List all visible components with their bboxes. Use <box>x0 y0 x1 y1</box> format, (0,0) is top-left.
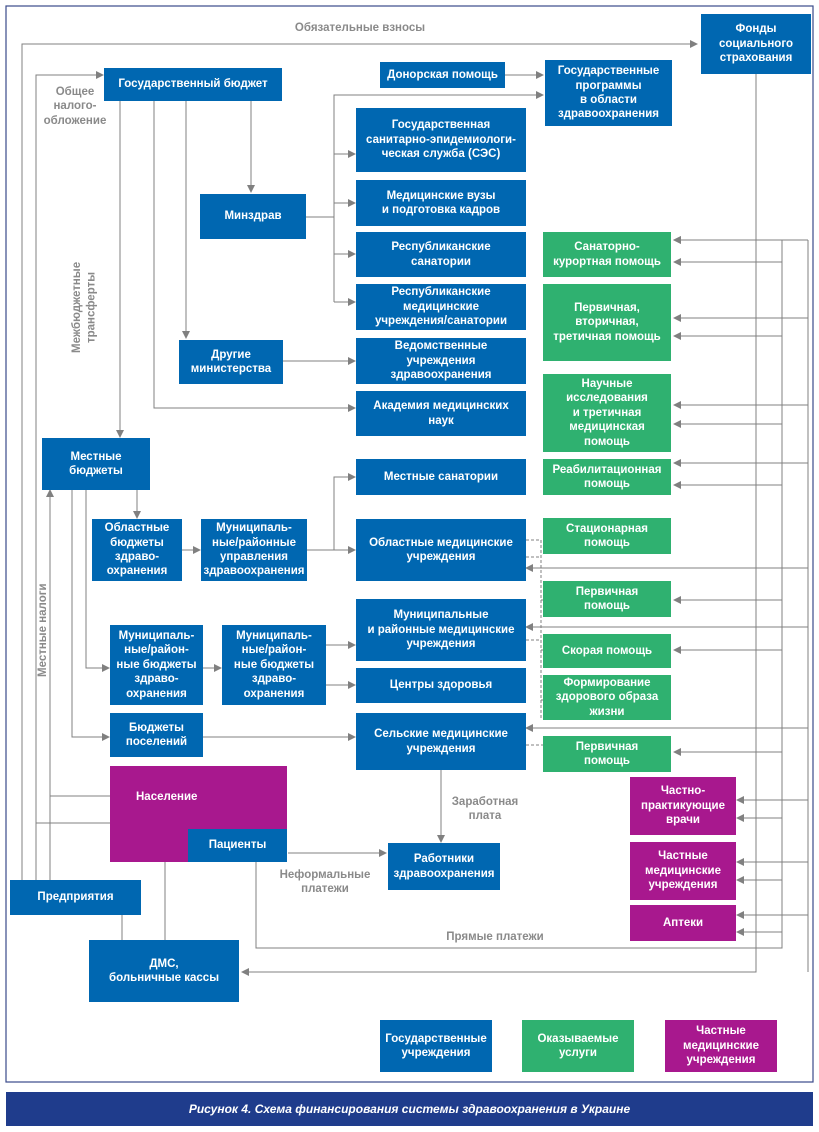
local-sanatoria-box: Местные санатории <box>356 459 526 495</box>
primary-care-box-2: Первичная помощь <box>543 736 671 772</box>
regional-institutions-box: Областные медицинские учреждения <box>356 519 526 581</box>
private-institutions-box: Частные медицинские учреждения <box>630 842 736 900</box>
academy-medical-sciences-box: Академия медицинских наук <box>356 391 526 436</box>
legend-services: Оказываемые услуги <box>522 1020 634 1072</box>
dms-box: ДМС, больничные кассы <box>89 940 239 1002</box>
rehabilitation-box: Реабилитационная помощь <box>543 459 671 495</box>
settlement-budgets-box: Бюджеты поселений <box>110 713 203 757</box>
salary-label: Заработная плата <box>451 796 519 823</box>
state-budget-box: Государственный бюджет <box>104 68 282 101</box>
social-insurance-funds-box: Фонды социального страхования <box>701 14 811 74</box>
municipal-budgets-box-1: Муниципаль- ные/район- ные бюджеты здрав… <box>110 625 203 705</box>
legend-state-institutions: Государственные учреждения <box>380 1020 492 1072</box>
ministry-of-health-box: Минздрав <box>200 194 306 239</box>
sanatorium-care-box: Санаторно- курортная помощь <box>543 232 671 277</box>
direct-payments-label: Прямые платежи <box>446 931 544 943</box>
primary-secondary-tertiary-box: Первичная, вторичная, третичная помощь <box>543 284 671 361</box>
local-budgets-box: Местные бюджеты <box>42 438 150 490</box>
enterprises-box: Предприятия <box>10 880 141 915</box>
private-doctors-box: Частно- практикующие врачи <box>630 777 736 835</box>
donor-aid-box: Донорская помощь <box>380 62 505 88</box>
local-taxes-label: Местные налоги <box>37 583 49 677</box>
mandatory-contributions-label: Обязательные взносы <box>294 22 426 34</box>
regional-budgets-box: Областные бюджеты здраво- охранения <box>92 519 182 581</box>
emergency-care-box: Скорая помощь <box>543 634 671 668</box>
health-workers-box: Работники здравоохранения <box>388 843 500 890</box>
municipal-institutions-box: Муниципальные и районные медицинские учр… <box>356 599 526 661</box>
other-ministries-box: Другие министерства <box>179 340 283 384</box>
health-centers-box: Центры здоровья <box>356 668 526 703</box>
legend-private-institutions: Частные медицинские учреждения <box>665 1020 777 1072</box>
figure-caption: Рисунок 4. Схема финансирования системы … <box>6 1092 813 1126</box>
pharmacies-box: Аптеки <box>630 905 736 941</box>
medical-universities-box: Медицинские вузы и подготовка кадров <box>356 180 526 226</box>
departmental-institutions-box: Ведомственные учреждения здравоохранения <box>356 338 526 384</box>
informal-payments-label: Неформальные платежи <box>279 869 371 896</box>
primary-care-box-1: Первичная помощь <box>543 581 671 617</box>
municipal-budgets-box-2: Муниципаль- ные/район- ные бюджеты здрав… <box>222 625 326 705</box>
inpatient-care-box: Стационарная помощь <box>543 518 671 554</box>
municipal-departments-box: Муниципаль- ные/районные управления здра… <box>201 519 307 581</box>
interbudget-transfers-label: Межбюджетные трансферты <box>71 261 98 354</box>
republican-institutions-box: Республиканские медицинские учреждения/с… <box>356 284 526 330</box>
healthy-lifestyle-box: Формирование здорового образа жизни <box>543 675 671 720</box>
ses-box: Государственная санитарно-эпидемиологи- … <box>356 108 526 172</box>
patients-box: Пациенты <box>188 829 287 862</box>
rural-institutions-box: Сельские медицинские учреждения <box>356 713 526 770</box>
general-taxation-label: Общее налого- обложение <box>43 86 107 127</box>
republican-sanatoria-box: Республиканские санатории <box>356 232 526 277</box>
research-tertiary-box: Научные исследования и третичная медицин… <box>543 374 671 452</box>
state-programs-box: Государственные программы в области здра… <box>545 60 672 126</box>
